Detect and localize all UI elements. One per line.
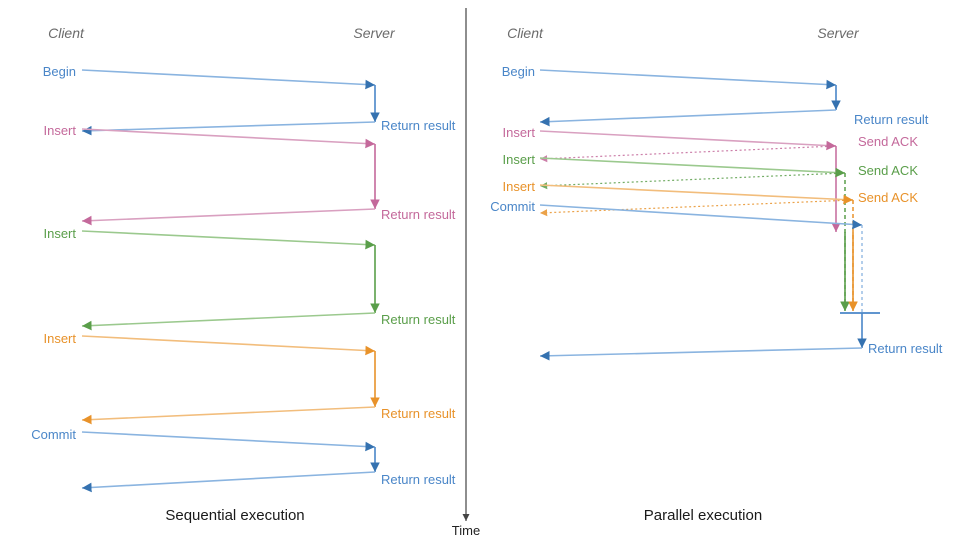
right-insert-label-0: Insert [502, 125, 535, 140]
left-request-arrow-3 [81, 335, 376, 356]
left-response-arrow-3 [81, 406, 376, 425]
right-insert-request-arrow-2 [539, 184, 854, 205]
right-commit-request-arrow [539, 204, 863, 230]
left-message-label-3: Insert [43, 331, 76, 346]
left-message-label-0: Begin [43, 64, 76, 79]
right-send-ack-label-1: Send ACK [858, 163, 918, 178]
left-panel-caption: Sequential execution [165, 507, 304, 524]
left-request-arrow-1 [81, 128, 376, 149]
left-reply-label-0: Return result [381, 118, 456, 133]
left-response-arrow-2 [81, 312, 376, 331]
right-insert-request-arrow-1 [539, 157, 846, 178]
right-insert-label-2: Insert [502, 179, 535, 194]
right-send-ack-label-0: Send ACK [858, 134, 918, 149]
right-begin-label: Begin [502, 64, 535, 79]
right-begin-response-arrow [539, 109, 837, 127]
left-response-arrow-0 [81, 121, 376, 136]
right-begin-reply-label: Return result [854, 112, 929, 127]
right-insert-label-1: Insert [502, 152, 535, 167]
right-commit-reply-label: Return result [868, 341, 943, 356]
left-message-label-2: Insert [43, 226, 76, 241]
left-reply-label-1: Return result [381, 207, 456, 222]
left-lane-header-server: Server [353, 25, 396, 41]
left-request-arrow-2 [81, 230, 376, 250]
left-response-arrow-1 [81, 208, 376, 226]
left-reply-label-4: Return result [381, 472, 456, 487]
right-lane-header-server: Server [817, 25, 860, 41]
left-reply-label-2: Return result [381, 312, 456, 327]
right-send-ack-label-2: Send ACK [858, 190, 918, 205]
time-axis-label: Time [452, 523, 480, 538]
right-commit-response-arrow [539, 347, 863, 361]
left-request-arrow-0 [81, 69, 376, 90]
left-response-arrow-4 [81, 471, 376, 493]
left-lane-header-client: Client [48, 25, 85, 41]
right-send-ack-arrow-0 [539, 145, 837, 163]
right-begin-request-arrow [539, 69, 837, 90]
left-message-label-4: Commit [31, 427, 76, 442]
right-send-ack-arrow-2 [539, 199, 854, 217]
left-reply-label-3: Return result [381, 406, 456, 421]
right-commit-label: Commit [490, 199, 535, 214]
right-panel-caption: Parallel execution [644, 507, 762, 524]
right-send-ack-arrow-1 [539, 172, 846, 190]
right-insert-request-arrow-0 [539, 130, 837, 151]
left-message-label-1: Insert [43, 123, 76, 138]
left-request-arrow-4 [81, 431, 376, 452]
right-lane-header-client: Client [507, 25, 544, 41]
